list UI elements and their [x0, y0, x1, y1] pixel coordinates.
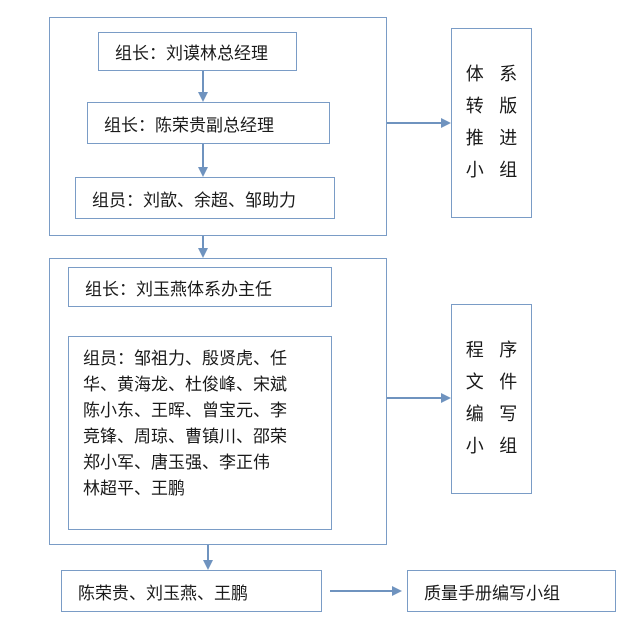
- group2-team-char: 序: [499, 340, 518, 361]
- group1-leader1-box: 组长：刘谟林总经理: [98, 32, 297, 71]
- group2-team-char: 写: [499, 404, 518, 425]
- group1-team-char: 系: [499, 64, 518, 85]
- group2-team-char: 件: [499, 372, 518, 393]
- group1-team-char: 转: [465, 96, 484, 117]
- group1-leader2-box: 组长：陈荣贵副总经理: [87, 102, 330, 144]
- group1-frame: [49, 17, 387, 236]
- group2-members-line: 组员：邹祖力、殷贤虎、任: [83, 349, 287, 369]
- group2-members-line: 竞锋、周琼、曹镇川、邵荣: [83, 427, 287, 447]
- group1-leader2-text: 组长：陈荣贵副总经理: [104, 115, 274, 136]
- group1-members-text: 组员：刘歆、余超、邹助力: [92, 190, 296, 211]
- group2-team-char: 编: [465, 404, 484, 425]
- group1-members-box: 组员：刘歆、余超、邹助力: [75, 177, 335, 219]
- group2-team-box: 程 序 文 件 编 写 小 组: [451, 304, 532, 494]
- group2-members-line: 郑小军、唐玉强、李正伟: [83, 453, 270, 473]
- group1-team-char: 推: [465, 128, 484, 149]
- group2-frame: [49, 258, 387, 545]
- group3-members-box: 陈荣贵、刘玉燕、王鹏: [61, 570, 322, 612]
- group2-team-char: 小: [465, 436, 484, 457]
- group1-team-char: 组: [499, 160, 518, 181]
- group3-team-box: 质量手册编写小组: [407, 570, 616, 612]
- group1-team-char: 体: [465, 64, 484, 85]
- group1-team-box: 体 系 转 版 推 进 小 组: [451, 28, 532, 218]
- group2-leader-text: 组长：刘玉燕体系办主任: [85, 279, 272, 300]
- group2-team-char: 程: [465, 340, 484, 361]
- group2-members-line: 陈小东、王晖、曾宝元、李: [83, 401, 287, 421]
- group2-members-box: 组员：邹祖力、殷贤虎、任 华、黄海龙、杜俊峰、宋斌 陈小东、王晖、曾宝元、李 竞…: [68, 336, 332, 530]
- group1-team-char: 版: [499, 96, 518, 117]
- group1-team-char: 小: [465, 160, 484, 181]
- group2-members-line: 华、黄海龙、杜俊峰、宋斌: [83, 375, 287, 395]
- group2-members-line: 林超平、王鹏: [83, 479, 185, 499]
- group3-members-text: 陈荣贵、刘玉燕、王鹏: [78, 583, 248, 604]
- group2-leader-box: 组长：刘玉燕体系办主任: [68, 267, 332, 307]
- group2-team-char: 组: [499, 436, 518, 457]
- group1-leader1-text: 组长：刘谟林总经理: [115, 44, 268, 64]
- group1-team-char: 进: [499, 128, 518, 149]
- group3-team-text: 质量手册编写小组: [424, 583, 560, 604]
- group2-team-char: 文: [465, 372, 484, 393]
